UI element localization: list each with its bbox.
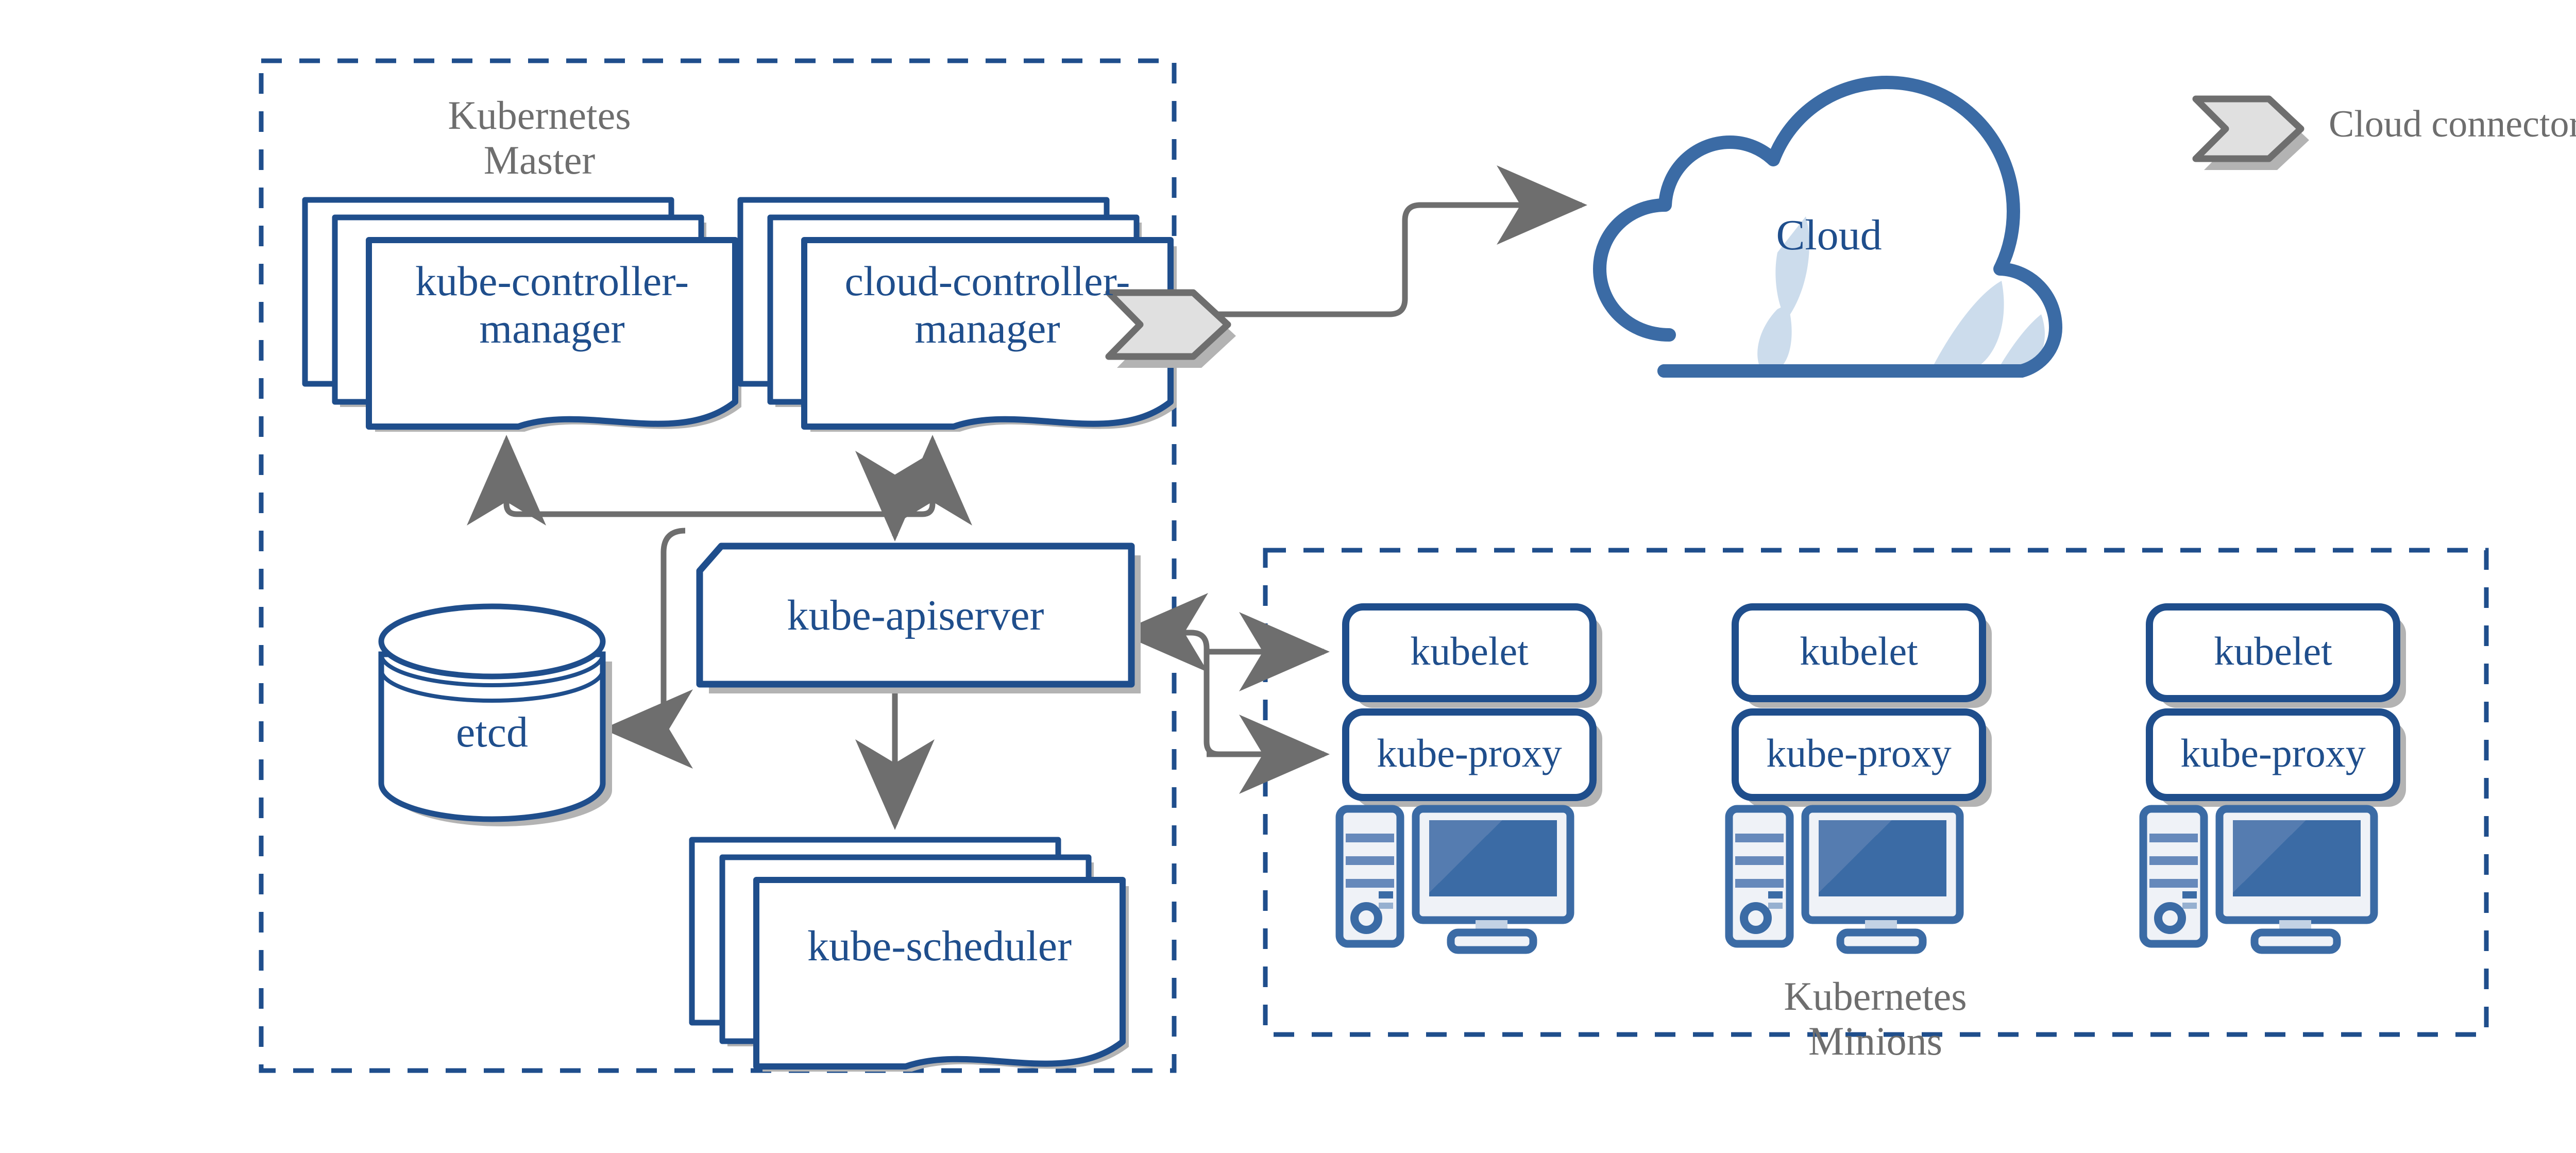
legend-label: Cloud connector [2329, 103, 2576, 145]
connector-ccm-to-apiserver [892, 435, 972, 525]
node-1-shapes [1342, 603, 1602, 807]
node-3-shapes [2146, 603, 2406, 807]
etcd-shape [378, 603, 612, 826]
doc-sheet-front [753, 877, 1126, 1070]
kube-scheduler-shape [689, 837, 1129, 1072]
connector-ccm-to-cloud [1204, 165, 1587, 317]
node-2-kubelet-label[interactable]: kubelet [1800, 629, 1918, 673]
legend-cloud-connector-icon [2192, 95, 2309, 170]
doc-sheet-front [366, 237, 738, 430]
kube-apiserver-shape [696, 542, 1141, 693]
etcd-label: etcd [456, 708, 528, 756]
kube-proxy-box [1732, 708, 1986, 801]
desktop-computer-icon [1725, 805, 1964, 954]
node-3-kube-proxy-label[interactable]: kube-proxy [2180, 731, 2366, 775]
kube-apiserver-label: kube-apiserver [787, 591, 1044, 639]
kubelet-box [1732, 603, 1986, 702]
master-group-label: Kubernetes Master [448, 93, 631, 183]
connector-kcm-to-apiserver [467, 435, 898, 525]
desktop-computer-icon [2139, 805, 2378, 954]
doc-sheet-front [801, 237, 1174, 430]
kubelet-box [2146, 603, 2400, 702]
cloud-label: Cloud [1776, 211, 1882, 259]
node-3-kubelet-label[interactable]: kubelet [2214, 629, 2332, 673]
node-1-kube-proxy-label[interactable]: kube-proxy [1377, 731, 1562, 775]
kube-scheduler-label: kube-scheduler [807, 922, 1072, 970]
master-group-border [259, 58, 1177, 1073]
node-1-kubelet-label[interactable]: kubelet [1410, 629, 1529, 673]
kube-proxy-box [1342, 708, 1597, 801]
minions-group-label: Kubernetes Minions [1784, 974, 1967, 1064]
kube-controller-manager-label: kube-controller- manager [415, 258, 689, 352]
kube-proxy-box [2146, 708, 2400, 801]
cloud-connector-icon [1105, 289, 1236, 368]
cloud-controller-manager-label: cloud-controller- manager [844, 258, 1130, 352]
cloud-shape [1593, 76, 2062, 378]
kube-controller-manager-shape [302, 197, 741, 432]
node-2-kube-proxy-label[interactable]: kube-proxy [1766, 731, 1952, 775]
kubelet-box [1342, 603, 1597, 702]
cloud-controller-manager-shape [737, 197, 1177, 432]
desktop-computer-icon [1335, 805, 1574, 954]
node-2-shapes [1732, 603, 1992, 807]
connector-apiserver-to-etcd [602, 528, 693, 769]
